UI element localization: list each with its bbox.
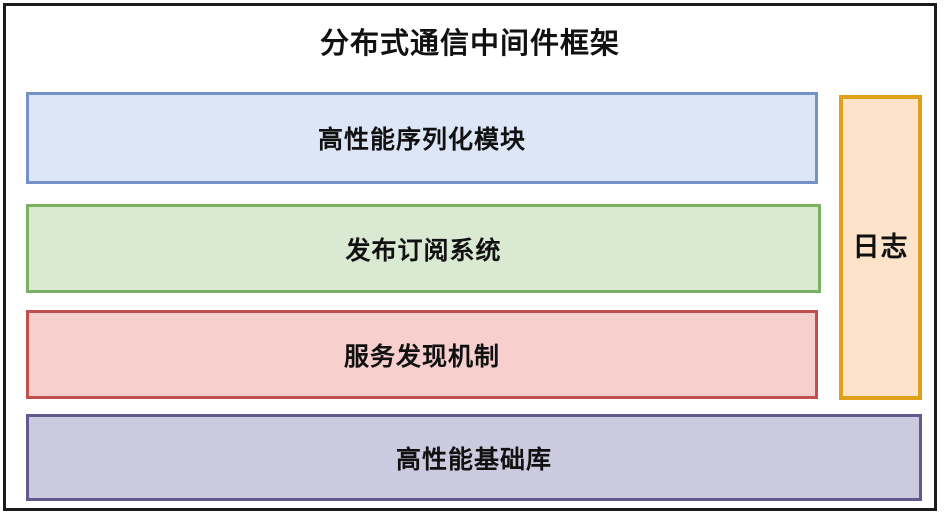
layer-box-service-discovery[interactable]: 服务发现机制: [26, 310, 818, 399]
layer-box-logging[interactable]: 日志: [839, 95, 922, 400]
layer-box-pubsub[interactable]: 发布订阅系统: [26, 204, 821, 293]
layer-label-service-discovery: 服务发现机制: [343, 342, 500, 371]
layer-label-base-library: 高性能基础库: [395, 445, 552, 474]
architecture-diagram: 分布式通信中间件框架 高性能序列化模块 发布订阅系统 服务发现机制 高性能基础库…: [3, 3, 937, 511]
layer-label-logging: 日志: [852, 231, 909, 262]
diagram-title: 分布式通信中间件框架: [319, 28, 620, 60]
layer-label-serialization: 高性能序列化模块: [317, 126, 526, 154]
layer-label-pubsub: 发布订阅系统: [345, 236, 502, 265]
layer-box-base-library[interactable]: 高性能基础库: [26, 414, 922, 501]
layer-box-serialization[interactable]: 高性能序列化模块: [26, 92, 818, 184]
